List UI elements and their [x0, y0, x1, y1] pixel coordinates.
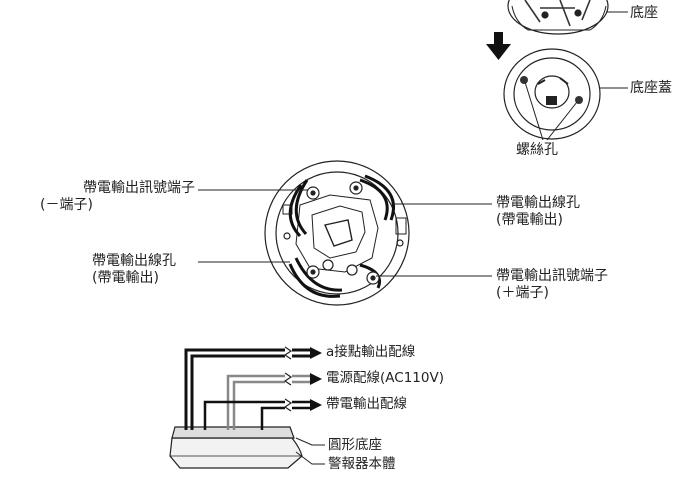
round-base-label: 圓形底座 [328, 437, 382, 453]
output-hole-right-label: 帶電輸出線孔 (帶電輸出) [496, 195, 580, 229]
middle-base-diagram [198, 160, 492, 306]
alarm-body-label: 警報器本體 [328, 456, 396, 472]
base-cover-label: 底座蓋 [630, 80, 672, 96]
down-arrow-icon [486, 32, 511, 60]
output-hole-left-line2: (帶電輸出) [92, 270, 159, 286]
a-contact-wiring-label: a接點輸出配線 [326, 344, 416, 360]
signal-minus-label: 帶電輸出訊號端子 (－端子) [40, 180, 195, 214]
signal-plus-line1: 帶電輸出訊號端子 [496, 268, 608, 284]
signal-minus-line1: 帶電輸出訊號端子 [83, 180, 195, 196]
output-hole-right-line1: 帶電輸出線孔 [496, 195, 580, 211]
power-wiring-label: 電源配線(AC110V) [326, 370, 444, 386]
signal-plus-line2: (＋端子) [496, 285, 549, 301]
signal-minus-line2: (－端子) [40, 197, 93, 213]
bottom-side-view [169, 346, 325, 469]
output-hole-right-line2: (帶電輸出) [496, 212, 563, 228]
detector-base [507, 0, 609, 35]
base-label: 底座 [630, 5, 658, 21]
screw-holes-label: 螺絲孔 [516, 142, 558, 158]
base-cover [503, 48, 628, 140]
output-hole-left-label: 帶電輸出線孔 (帶電輸出) [92, 253, 176, 287]
output-hole-left-line1: 帶電輸出線孔 [92, 253, 176, 269]
signal-plus-label: 帶電輸出訊號端子 (＋端子) [496, 268, 608, 302]
top-assembly [486, 0, 628, 141]
charged-output-wiring-label: 帶電輸出配線 [326, 396, 407, 412]
